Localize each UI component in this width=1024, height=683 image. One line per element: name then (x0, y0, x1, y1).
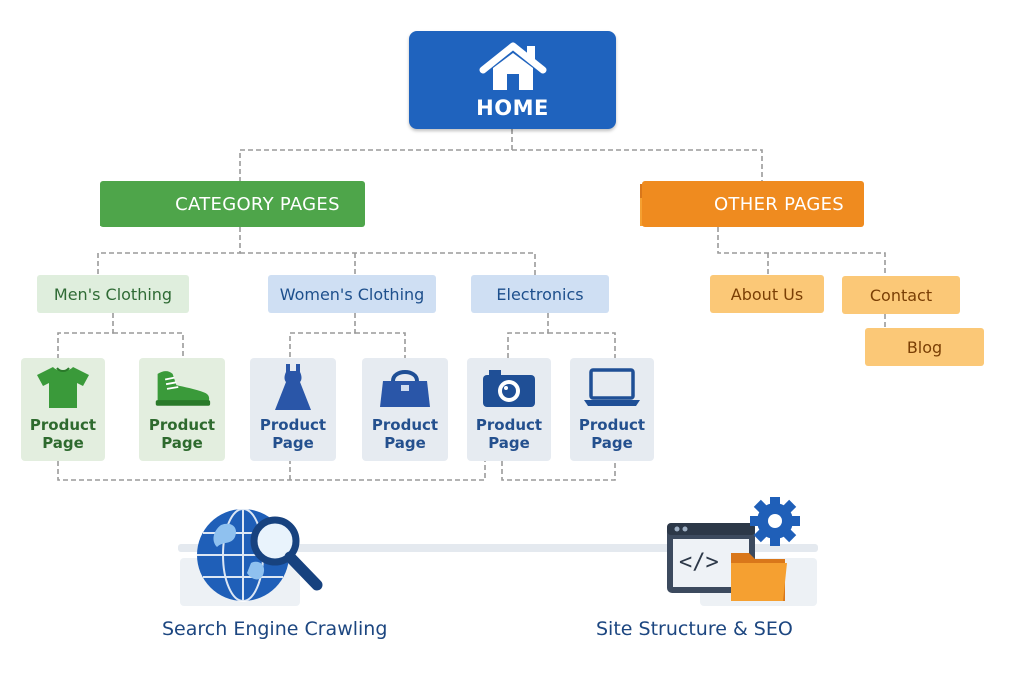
home-label: HOME (476, 96, 549, 120)
product-label-line1: Product (371, 416, 439, 434)
house-icon (479, 42, 546, 90)
product-label-line1: Product (29, 416, 97, 434)
sneaker-icon (155, 371, 211, 406)
product-label-line1: Product (148, 416, 216, 434)
code-glyph: </> (679, 550, 719, 575)
category-pages-label: CATEGORY PAGES (175, 193, 340, 215)
page-about-us[interactable]: About Us (710, 275, 824, 313)
product-label-line2: Page (384, 434, 426, 452)
subcategory-electronics[interactable]: Electronics (471, 275, 609, 313)
page-label: Contact (869, 285, 933, 305)
site-structure-seo-label: Site Structure & SEO (596, 618, 793, 640)
subcategory-womens-clothing[interactable]: Women's Clothing (268, 275, 436, 313)
page-label: Blog (906, 337, 943, 357)
subcategory-mens-clothing[interactable]: Men's Clothing (37, 275, 189, 313)
product-label-line2: Page (42, 434, 84, 452)
product-label-line1: Product (475, 416, 543, 434)
dress-icon (275, 364, 311, 410)
tshirt-icon (37, 367, 89, 408)
subcategory-label: Men's Clothing (53, 284, 173, 304)
product-label-line1: Product (578, 416, 646, 434)
product-label-line2: Page (161, 434, 203, 452)
product-label-line1: Product (259, 416, 327, 434)
code-window-gear-folder-icon: </> (667, 497, 800, 601)
laptop-icon (584, 368, 640, 406)
home-node[interactable]: HOME (409, 31, 616, 129)
subcategory-label: Women's Clothing (279, 284, 425, 304)
category-pages-node[interactable]: CATEGORY PAGES (100, 181, 365, 227)
page-blog[interactable]: Blog (865, 328, 984, 366)
page-label: About Us (730, 284, 804, 304)
globe-magnifier-icon (197, 508, 323, 602)
other-pages-label: OTHER PAGES (713, 193, 845, 215)
product-label-line2: Page (488, 434, 530, 452)
camera-icon (483, 370, 535, 407)
product-label-line2: Page (272, 434, 314, 452)
subcategory-label: Electronics (496, 284, 584, 304)
product-label-line2: Page (591, 434, 633, 452)
handbag-icon (380, 370, 430, 407)
other-pages-node[interactable]: OTHER PAGES (642, 181, 864, 227)
page-contact[interactable]: Contact (842, 276, 960, 314)
search-engine-crawling-label: Search Engine Crawling (162, 618, 388, 640)
